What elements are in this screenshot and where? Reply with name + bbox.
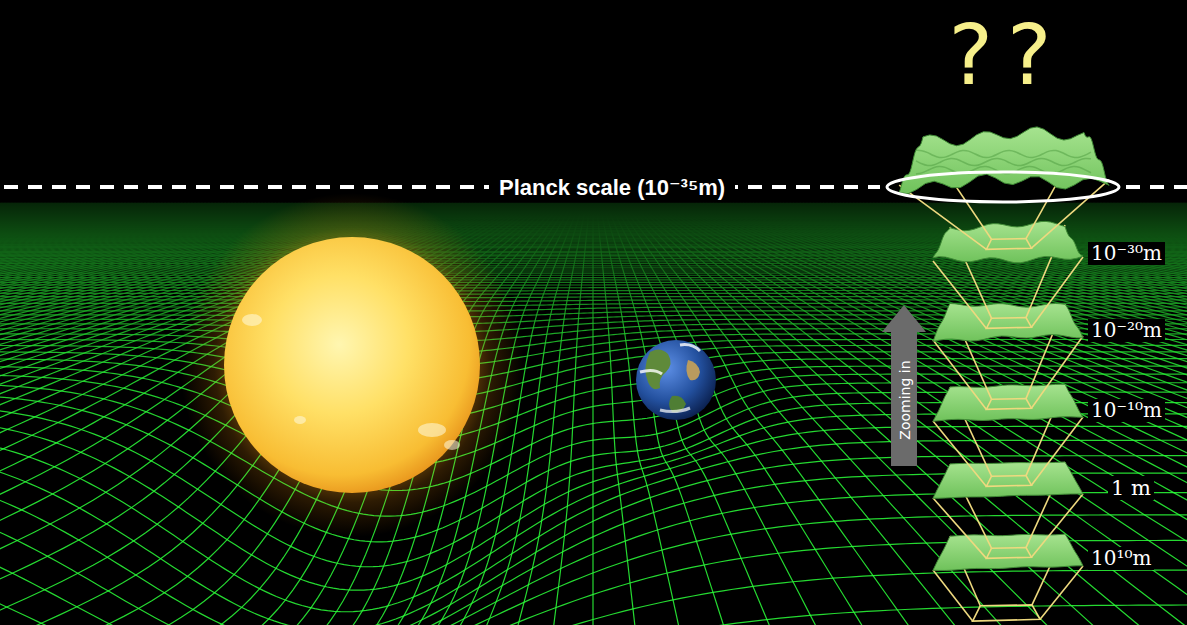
- arrow-label: Zooming in: [896, 360, 912, 439]
- scale-label: 1 m: [1108, 476, 1154, 500]
- earth: [636, 340, 716, 420]
- zoom-line: [933, 498, 986, 558]
- spacetime-sheet: [933, 384, 1083, 421]
- spacetime-sheet: [933, 534, 1083, 570]
- planck-ring: [887, 172, 1119, 202]
- zoom-line: [899, 185, 986, 249]
- zoom-arrow: [882, 305, 926, 466]
- zoom-level: [933, 534, 1083, 621]
- question-marks: ??: [945, 7, 1062, 104]
- dashed-line: [1126, 185, 1187, 189]
- ripple: [916, 158, 1091, 165]
- zoom-window: [986, 239, 1031, 250]
- zoom-window: [986, 399, 1031, 410]
- sun: [224, 237, 480, 493]
- zoom-line: [933, 261, 986, 328]
- zoom-level: [933, 303, 1083, 409]
- zoom-line: [1031, 494, 1083, 557]
- spacetime-sheet: [933, 462, 1083, 498]
- scale-label: 10⁻¹⁰m: [1088, 399, 1165, 422]
- zoom-level: [933, 462, 1083, 558]
- scale-label: 10⁻³⁰m: [1088, 242, 1165, 265]
- zoom-line: [1031, 257, 1083, 327]
- zoom-line: [1031, 417, 1083, 485]
- zoom-level: [933, 384, 1083, 486]
- spacetime-sheet: [933, 303, 1083, 341]
- sun-glow: [180, 193, 524, 537]
- zoom-level: [899, 127, 1109, 249]
- zoom-line: [933, 570, 973, 621]
- scale-label: 10⁻²⁰m: [1088, 319, 1165, 342]
- zoom-window: [973, 605, 1041, 621]
- zoom-window: [986, 318, 1031, 329]
- spacetime-sheet: [899, 127, 1109, 194]
- ripple: [916, 150, 1091, 157]
- zoom-line: [933, 421, 986, 486]
- zoom-line: [1031, 336, 1083, 408]
- zoom-line: [933, 340, 986, 409]
- zoom-window: [986, 548, 1031, 559]
- planck-scale-label: Planck scale (10⁻³⁵m): [489, 174, 735, 201]
- zoom-line: [1040, 566, 1083, 619]
- scale-label: 10¹⁰m: [1088, 547, 1154, 570]
- zoom-window: [986, 476, 1031, 487]
- zoom-level: [933, 221, 1083, 328]
- sun-spots: [242, 314, 460, 450]
- zoom-line: [1031, 180, 1109, 249]
- dashed-line: [4, 185, 880, 189]
